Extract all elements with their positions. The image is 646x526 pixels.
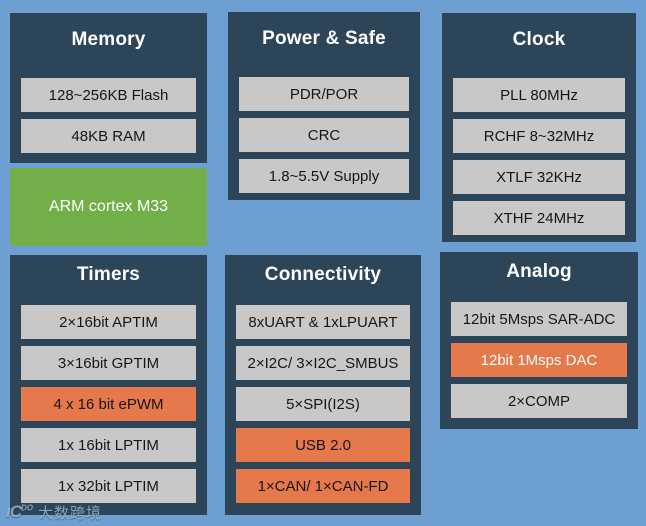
block-item-pdr-por: PDR/POR xyxy=(239,77,409,111)
block-item-can: 1×CAN/ 1×CAN-FD xyxy=(236,469,410,503)
block-item-lptim16: 1x 16bit LPTIM xyxy=(21,428,196,462)
watermark-logo-icon: ıCDO xyxy=(6,502,33,521)
clock-panel: Clock PLL 80MHz RCHF 8~32MHz XTLF 32KHz … xyxy=(442,13,636,242)
timers-panel: Timers 2×16bit APTIM 3×16bit GPTIM 4 x 1… xyxy=(10,255,207,515)
watermark-text: 大数跨境 xyxy=(38,504,103,522)
block-item-ram: 48KB RAM xyxy=(21,119,196,153)
clock-title: Clock xyxy=(512,29,566,50)
memory-title: Memory xyxy=(71,29,146,50)
block-item-lptim32: 1x 32bit LPTIM xyxy=(21,469,196,503)
block-item-pll: PLL 80MHz xyxy=(453,78,625,112)
timers-items: 2×16bit APTIM 3×16bit GPTIM 4 x 16 bit e… xyxy=(10,305,207,503)
connectivity-items: 8xUART & 1xLPUART 2×I2C/ 3×I2C_SMBUS 5×S… xyxy=(225,305,421,503)
analog-title: Analog xyxy=(506,261,572,282)
block-item-spi: 5×SPI(I2S) xyxy=(236,387,410,421)
cpu-core-block: ARM cortex M33 xyxy=(10,168,207,246)
block-item-flash: 128~256KB Flash xyxy=(21,78,196,112)
timers-title: Timers xyxy=(76,264,141,285)
block-item-usb: USB 2.0 xyxy=(236,428,410,462)
block-item-xtlf: XTLF 32KHz xyxy=(453,160,625,194)
block-item-gptim: 3×16bit GPTIM xyxy=(21,346,196,380)
block-item-crc: CRC xyxy=(239,118,409,152)
clock-items: PLL 80MHz RCHF 8~32MHz XTLF 32KHz XTHF 2… xyxy=(442,78,636,235)
power-safe-title: Power & Safe xyxy=(262,28,386,49)
watermark: ıCDO 大数跨境 xyxy=(6,502,102,522)
block-item-xthf: XTHF 24MHz xyxy=(453,201,625,235)
analog-panel: Analog 12bit 5Msps SAR-ADC 12bit 1Msps D… xyxy=(440,252,638,429)
block-item-dac: 12bit 1Msps DAC xyxy=(451,343,627,377)
analog-items: 12bit 5Msps SAR-ADC 12bit 1Msps DAC 2×CO… xyxy=(440,302,638,418)
power-safe-items: PDR/POR CRC 1.8~5.5V Supply xyxy=(228,77,420,193)
block-item-supply: 1.8~5.5V Supply xyxy=(239,159,409,193)
block-item-epwm: 4 x 16 bit ePWM xyxy=(21,387,196,421)
block-item-aptim: 2×16bit APTIM xyxy=(21,305,196,339)
block-item-uart: 8xUART & 1xLPUART xyxy=(236,305,410,339)
memory-panel: Memory 128~256KB Flash 48KB RAM xyxy=(10,13,207,163)
power-safe-panel: Power & Safe PDR/POR CRC 1.8~5.5V Supply xyxy=(228,12,420,200)
memory-items: 128~256KB Flash 48KB RAM xyxy=(10,78,207,153)
connectivity-panel: Connectivity 8xUART & 1xLPUART 2×I2C/ 3×… xyxy=(225,255,421,515)
connectivity-title: Connectivity xyxy=(264,264,382,285)
block-item-i2c: 2×I2C/ 3×I2C_SMBUS xyxy=(236,346,410,380)
block-item-comp: 2×COMP xyxy=(451,384,627,418)
block-item-rchf: RCHF 8~32MHz xyxy=(453,119,625,153)
block-item-adc: 12bit 5Msps SAR-ADC xyxy=(451,302,627,336)
